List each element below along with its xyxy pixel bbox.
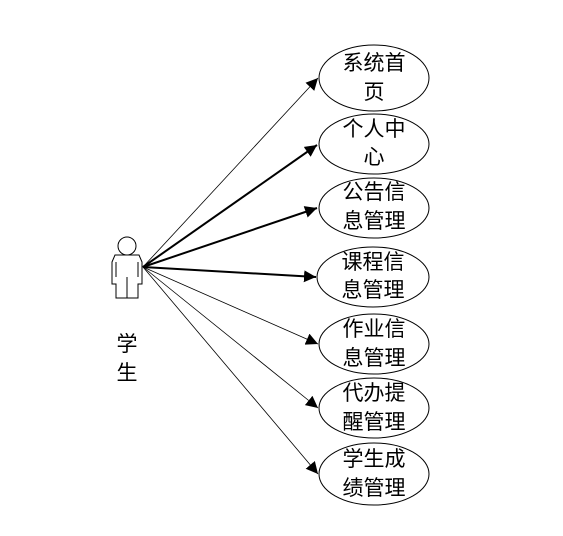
use-case-1: 系统首 页 [318, 44, 430, 112]
arrow-to-use-case-2 [142, 144, 318, 268]
use-case-label-line-2: 页 [364, 80, 385, 104]
association-arrows [142, 77, 319, 475]
use-case-label-line-1: 学生成 [343, 447, 406, 471]
use-case-label-line-2: 心 [364, 145, 385, 169]
use-case-ellipse [318, 113, 430, 175]
use-case-2: 个人中 心 [318, 113, 430, 175]
actor-body [111, 254, 143, 299]
use-case-ellipse [318, 313, 430, 375]
use-case-label-line-2: 息管理 [342, 278, 405, 302]
arrow-to-use-case-4 [142, 266, 317, 283]
use-case-label-line-1: 公告信 [343, 180, 406, 204]
use-case-label-line-1: 代办提 [343, 381, 406, 405]
actor-figure [111, 236, 143, 299]
use-case-ellipse [318, 442, 430, 506]
actor-head [117, 236, 137, 256]
use-case-ellipse [318, 44, 430, 112]
arrow-to-use-case-6 [142, 266, 319, 409]
use-case-5: 作业信 息管理 [318, 313, 430, 375]
use-case-3: 公告信 息管理 [318, 177, 430, 239]
arrow-to-use-case-3 [142, 206, 318, 268]
arrow-to-use-case-1 [142, 77, 319, 268]
use-case-6: 代办提 醒管理 [318, 377, 430, 439]
use-case-label-line-1: 课程信 [342, 250, 405, 274]
use-case-label-line-1: 系统首 [343, 51, 406, 75]
use-case-label-line-1: 个人中 [343, 117, 406, 141]
use-case-label-line-2: 息管理 [343, 209, 406, 233]
use-case-label-line-2: 绩管理 [343, 476, 406, 500]
use-case-4: 课程信 息管理 [316, 246, 430, 308]
arrow-to-use-case-7 [142, 266, 319, 475]
actor-label-line-2: 生 [117, 361, 138, 385]
use-case-label-line-2: 醒管理 [343, 410, 406, 434]
use-case-label-line-1: 作业信 [343, 317, 406, 341]
arrow-to-use-case-5 [142, 266, 319, 345]
use-case-ellipse [318, 177, 430, 239]
actor-label-line-1: 学 [117, 332, 138, 356]
use-case-label-line-2: 息管理 [343, 346, 406, 370]
use-case-ellipse [316, 246, 430, 308]
use-case-7: 学生成 绩管理 [318, 442, 430, 506]
use-case-ellipse [318, 377, 430, 439]
